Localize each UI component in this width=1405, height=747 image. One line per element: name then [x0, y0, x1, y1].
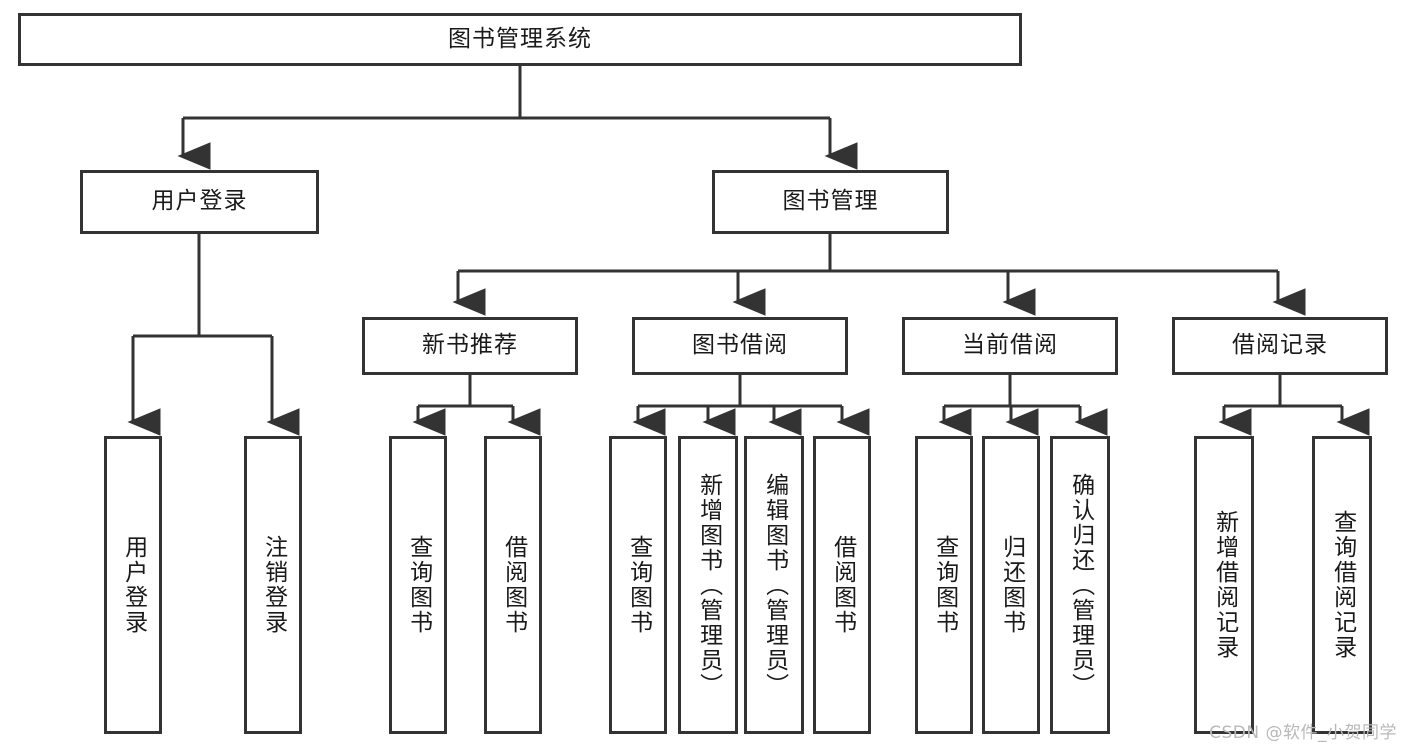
node-user-login[interactable]: 用户登录 — [80, 170, 319, 234]
leaf-newbook-borrow-book[interactable]: 借阅图书 — [484, 436, 542, 734]
leaf-user-login-label: 用户登录 — [120, 535, 147, 635]
node-current-borrow-label: 当前借阅 — [962, 332, 1058, 359]
node-new-book-recommend-label: 新书推荐 — [422, 332, 518, 359]
leaf-newbook-query-book[interactable]: 查询图书 — [389, 436, 447, 734]
node-book-management-label: 图书管理 — [782, 188, 879, 215]
leaf-records-add-record[interactable]: 新增借阅记录 — [1194, 436, 1254, 734]
node-new-book-recommend[interactable]: 新书推荐 — [362, 317, 578, 375]
leaf-records-add-record-label: 新增借阅记录 — [1211, 510, 1238, 660]
node-borrow-records[interactable]: 借阅记录 — [1172, 317, 1388, 375]
leaf-borrow-edit-book-admin[interactable]: 编辑图书（管理员） — [744, 436, 804, 734]
leaf-borrow-add-book-admin[interactable]: 新增图书（管理员） — [678, 436, 738, 734]
leaf-current-confirm-return-admin[interactable]: 确认归还（管理员） — [1050, 436, 1110, 734]
leaf-borrow-add-book-admin-label: 新增图书（管理员） — [695, 472, 722, 698]
node-current-borrow[interactable]: 当前借阅 — [902, 317, 1118, 375]
node-book-borrow[interactable]: 图书借阅 — [632, 317, 848, 375]
leaf-user-logout[interactable]: 注销登录 — [244, 436, 302, 734]
leaf-user-login[interactable]: 用户登录 — [104, 436, 162, 734]
leaf-records-query-record[interactable]: 查询借阅记录 — [1312, 436, 1372, 734]
node-book-borrow-label: 图书借阅 — [692, 332, 788, 359]
node-root-label: 图书管理系统 — [448, 25, 592, 52]
leaf-newbook-query-book-label: 查询图书 — [405, 535, 432, 635]
node-user-login-label: 用户登录 — [151, 188, 248, 215]
leaf-borrow-query-book-label: 查询图书 — [625, 535, 652, 635]
leaf-borrow-query-book[interactable]: 查询图书 — [609, 436, 667, 734]
leaf-current-return-book[interactable]: 归还图书 — [982, 436, 1040, 734]
leaf-current-query-book[interactable]: 查询图书 — [915, 436, 973, 734]
leaf-borrow-borrow-book-label: 借阅图书 — [829, 535, 856, 635]
leaf-newbook-borrow-book-label: 借阅图书 — [500, 535, 527, 635]
watermark: CSDN @软件_小贺同学 — [1209, 723, 1397, 743]
leaf-user-logout-label: 注销登录 — [260, 535, 287, 635]
leaf-current-return-book-label: 归还图书 — [998, 535, 1025, 635]
leaf-current-query-book-label: 查询图书 — [931, 535, 958, 635]
node-borrow-records-label: 借阅记录 — [1232, 332, 1328, 359]
leaf-borrow-borrow-book[interactable]: 借阅图书 — [813, 436, 871, 734]
leaf-records-query-record-label: 查询借阅记录 — [1329, 510, 1356, 660]
node-book-management[interactable]: 图书管理 — [712, 170, 949, 234]
leaf-current-confirm-return-admin-label: 确认归还（管理员） — [1067, 472, 1094, 698]
node-root[interactable]: 图书管理系统 — [18, 13, 1022, 66]
leaf-borrow-edit-book-admin-label: 编辑图书（管理员） — [761, 472, 788, 698]
